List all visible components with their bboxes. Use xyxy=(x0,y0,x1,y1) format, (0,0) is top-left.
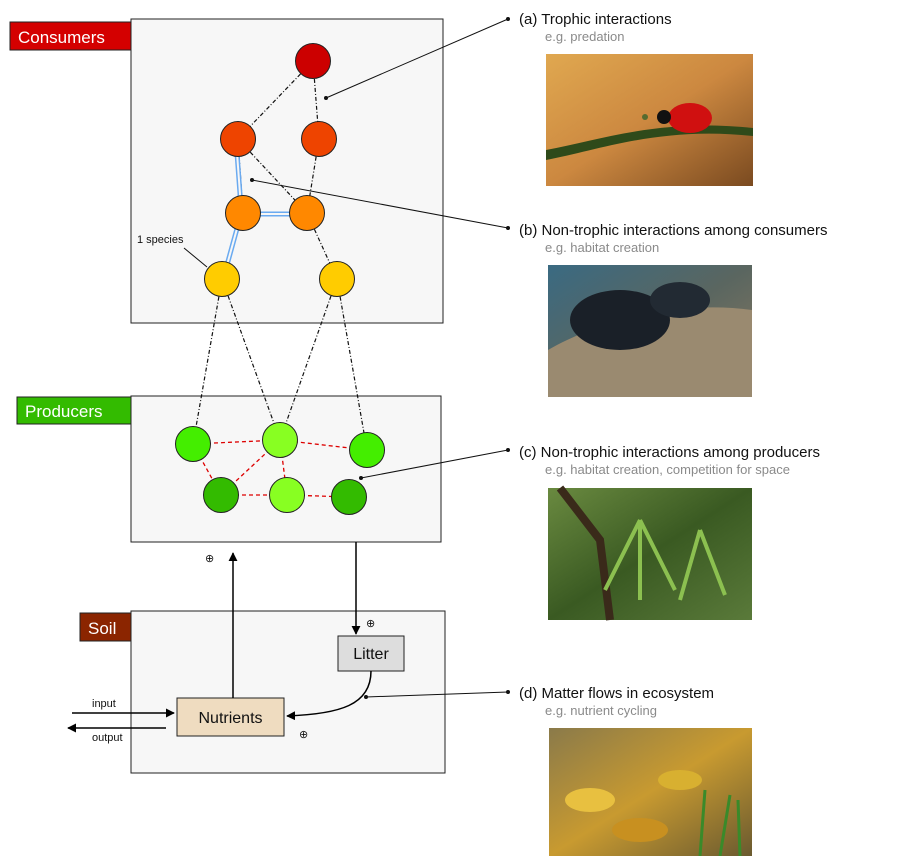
svg-text:(d) Matter flows in ecosystem: (d) Matter flows in ecosystem xyxy=(519,685,714,702)
matter-flow-arrows xyxy=(67,542,372,733)
plus-symbol: ⊕ xyxy=(366,618,375,630)
species-node xyxy=(319,261,355,297)
svg-text:e.g. habitat creation, competi: e.g. habitat creation, competition for s… xyxy=(545,462,790,477)
species-node xyxy=(289,195,325,231)
svg-text:(b) Non-trophic interactions a: (b) Non-trophic interactions among consu… xyxy=(519,222,827,239)
svg-text:e.g. habitat creation: e.g. habitat creation xyxy=(545,240,659,255)
species-node-labelled xyxy=(204,261,240,297)
svg-text:Producers: Producers xyxy=(25,402,102,421)
species-node xyxy=(269,477,305,513)
plus-symbol: ⊕ xyxy=(205,553,214,565)
producer-species-nodes xyxy=(175,422,385,515)
consumers-tag: Consumers xyxy=(9,21,132,51)
plus-symbol: ⊕ xyxy=(299,729,308,741)
panel-c: (c) Non-trophic interactions among produ… xyxy=(519,444,820,621)
svg-text:(a) Trophic interactions: (a) Trophic interactions xyxy=(519,11,672,28)
mussel-photo xyxy=(548,265,752,397)
species-node xyxy=(203,477,239,513)
epiphyte-photo xyxy=(548,485,752,621)
species-node xyxy=(349,432,385,468)
panel-a: (a) Trophic interactions e.g. predation xyxy=(519,11,753,186)
svg-text:Soil: Soil xyxy=(88,619,116,638)
litter-box: Litter xyxy=(337,635,405,672)
species-node xyxy=(301,121,337,157)
svg-text:1 species: 1 species xyxy=(137,234,184,246)
panel-connectors xyxy=(251,18,509,698)
panel-b: (b) Non-trophic interactions among consu… xyxy=(519,222,827,397)
leaf-litter-photo xyxy=(549,728,752,856)
output-label: output xyxy=(92,732,123,744)
soil-tag: Soil xyxy=(79,612,132,642)
nutrients-box: Nutrients xyxy=(176,697,285,737)
producers-box xyxy=(130,395,442,543)
svg-text:(c) Non-trophic interactions a: (c) Non-trophic interactions among produ… xyxy=(519,444,820,461)
species-callout: 1 species xyxy=(137,234,208,268)
consumer-species-nodes xyxy=(204,43,355,297)
ladybird-photo xyxy=(546,54,753,186)
consumers-box xyxy=(130,18,444,324)
species-node-top-predator xyxy=(295,43,331,79)
svg-text:e.g. nutrient cycling: e.g. nutrient cycling xyxy=(545,703,657,718)
species-node xyxy=(331,479,367,515)
input-label: input xyxy=(92,698,116,710)
svg-text:Consumers: Consumers xyxy=(18,28,105,47)
svg-text:Litter: Litter xyxy=(353,646,389,663)
svg-text:Nutrients: Nutrients xyxy=(198,710,262,727)
species-node xyxy=(225,195,261,231)
species-node xyxy=(220,121,256,157)
soil-box xyxy=(130,610,446,774)
connector-dots xyxy=(250,17,510,699)
producers-tag: Producers xyxy=(16,396,132,425)
panel-d: (d) Matter flows in ecosystem e.g. nutri… xyxy=(519,685,752,856)
species-node xyxy=(262,422,298,458)
svg-text:e.g. predation: e.g. predation xyxy=(545,29,625,44)
species-node xyxy=(175,426,211,462)
